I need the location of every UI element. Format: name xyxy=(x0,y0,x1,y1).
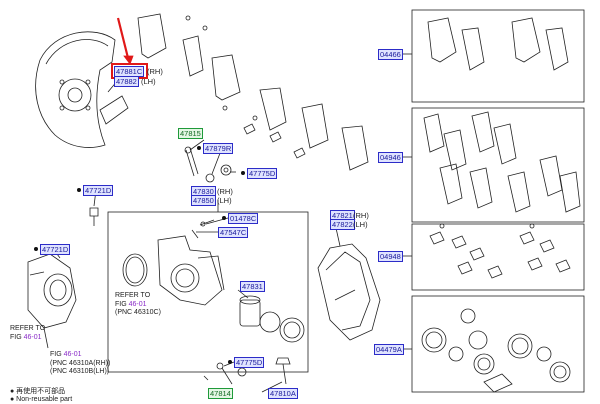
part-47815[interactable]: 47815 xyxy=(178,128,203,139)
ref-center-fig-prefix: FIG xyxy=(115,300,129,308)
part-47831[interactable]: 47831 xyxy=(240,281,265,292)
lower-bolts-drawing xyxy=(216,357,291,385)
ref-bottom: FIG 46-01 (PNC 46310A(RH)) (PNC 46310B(L… xyxy=(50,351,110,377)
part-47547C[interactable]: 47547C xyxy=(218,227,249,238)
side-rh-47830: (RH) xyxy=(217,187,233,196)
ref-bottom-fig: FIG 46-01 xyxy=(50,351,110,360)
part-47882[interactable]: 47882 xyxy=(114,76,139,87)
kit-box-04466 xyxy=(411,9,585,103)
kit-box-04946 xyxy=(411,107,585,223)
side-rh-47821: (RH) xyxy=(353,211,369,220)
ref-bottom-fig-link[interactable]: 46-01 xyxy=(63,351,82,358)
arrow-indicator xyxy=(116,17,130,59)
ref-center-fig-link[interactable]: 46-01 xyxy=(128,300,147,308)
non-reusable-dot xyxy=(241,171,245,175)
part-47822[interactable]: 47822 xyxy=(330,219,355,230)
top-pads-drawing xyxy=(137,13,369,171)
part-47810A[interactable]: 47810A xyxy=(268,388,298,399)
side-rh-47881C: (RH) xyxy=(147,67,163,76)
part-47850[interactable]: 47850 xyxy=(191,195,216,206)
bleeder-drawing xyxy=(89,207,99,226)
non-reusable-dot xyxy=(228,360,232,364)
dust-shield-drawing xyxy=(35,31,129,148)
ref-center-line1: REFER TO xyxy=(115,292,151,299)
ref-left-fig: FIG 46-01 xyxy=(10,334,45,343)
ref-left-fig-prefix: FIG xyxy=(10,333,24,341)
part-47775D-top[interactable]: 47775D xyxy=(247,168,278,179)
non-reusable-dot xyxy=(77,188,81,192)
part-01478C[interactable]: 01478C xyxy=(228,213,259,224)
legend-item-1: ● 再使用不可部品 xyxy=(10,388,66,395)
side-lh-47882: (LH) xyxy=(141,77,156,86)
side-lh-47850: (LH) xyxy=(217,196,232,205)
part-04946[interactable]: 04946 xyxy=(378,152,403,163)
legend-item-2: ● Non-reusable part xyxy=(10,396,73,403)
caliper-drawing xyxy=(122,219,305,343)
part-04466[interactable]: 04466 xyxy=(378,49,403,60)
non-reusable-dot xyxy=(222,216,226,220)
part-47775D-bottom[interactable]: 47775D xyxy=(234,357,265,368)
ref-bottom-pnc2: (PNC 46310B(LH)) xyxy=(50,368,110,375)
side-lh-47822: (LH) xyxy=(353,220,368,229)
kit-box-04479A xyxy=(411,295,585,393)
kit-box-04948 xyxy=(411,223,585,291)
part-47721D-a[interactable]: 47721D xyxy=(83,185,114,196)
ref-left-line1: REFER TO xyxy=(10,325,46,332)
mounting-bracket-drawing xyxy=(317,243,381,341)
non-reusable-dot xyxy=(197,146,201,150)
part-47879R[interactable]: 47879R xyxy=(203,143,234,154)
ref-bottom-pnc1: (PNC 46310A(RH)) xyxy=(50,359,111,367)
ref-left-fig-link[interactable]: 46-01 xyxy=(23,333,42,341)
ref-center-fig: FIG 46-01 xyxy=(115,301,161,310)
part-04479A[interactable]: 04479A xyxy=(374,344,404,355)
ref-left: REFER TO FIG 46-01 xyxy=(10,325,45,342)
part-47721D-b[interactable]: 47721D xyxy=(40,244,71,255)
ref-center: REFER TO FIG 46-01 (PNC 46310C) xyxy=(115,292,161,318)
caliper-assembly-box xyxy=(107,211,309,373)
part-04948[interactable]: 04948 xyxy=(378,251,403,262)
ref-bottom-fig-prefix: FIG xyxy=(50,351,64,358)
ref-center-pnc: (PNC 46310C) xyxy=(115,309,161,316)
left-caliper-drawing xyxy=(27,253,77,349)
part-47814[interactable]: 47814 xyxy=(208,388,233,399)
non-reusable-dot xyxy=(34,247,38,251)
legend: ● 再使用不可部品 ● Non-reusable part xyxy=(10,388,72,404)
